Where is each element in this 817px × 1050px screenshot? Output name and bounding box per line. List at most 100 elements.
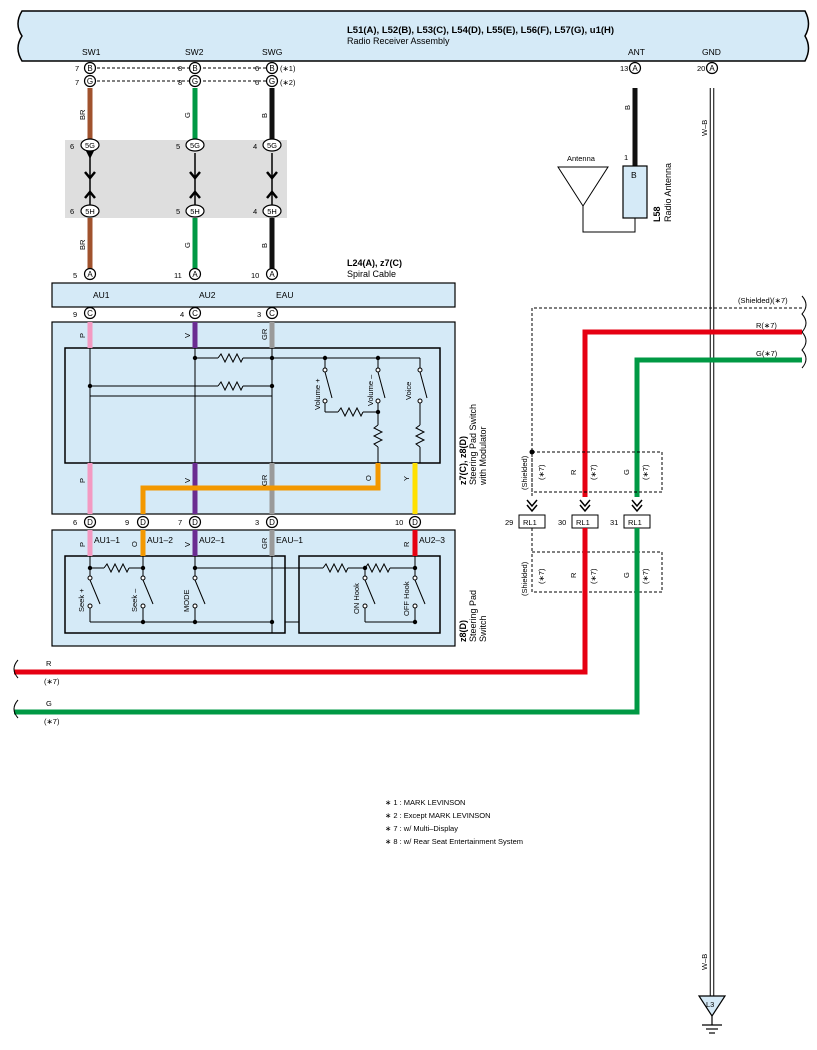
svg-text:5: 5: [176, 207, 180, 216]
terminal-sw2: SW2: [185, 47, 204, 57]
svg-text:B: B: [260, 243, 269, 248]
svg-text:GR: GR: [260, 474, 269, 486]
connector-pin-letter: B: [192, 64, 197, 73]
svg-text:4: 4: [253, 142, 257, 151]
svg-text:(Shielded): (Shielded): [520, 561, 529, 596]
svg-text:8: 8: [178, 78, 182, 87]
connector-pin-bubble: [83, 267, 97, 281]
svg-text:(∗7): (∗7): [44, 717, 60, 726]
connector-pin-letter: G: [192, 77, 198, 86]
joint-connector-bubble: [80, 204, 100, 218]
pad-name-1: Steering Pad: [468, 590, 478, 642]
svg-text:10: 10: [251, 271, 259, 280]
connector-pin-letter: B: [87, 64, 92, 73]
modulator-code: z7(C), z8(D): [458, 436, 468, 485]
antenna-pin: 1: [624, 153, 628, 162]
svg-text:V: V: [183, 333, 192, 338]
svg-text:O: O: [130, 541, 139, 547]
svg-text:3: 3: [255, 518, 259, 527]
wire-code-br-1: BR: [78, 109, 87, 120]
joint-connector-bubble: [80, 138, 100, 152]
antenna-label: Antenna: [567, 154, 596, 163]
connector-pin-letter: B: [269, 64, 274, 73]
connector-pin-letter: A: [709, 64, 715, 73]
joint-connector-area: [65, 140, 287, 218]
connector-pin-letter: D: [412, 518, 418, 527]
svg-text:R: R: [569, 469, 578, 475]
modulator-switch: P V GR: [51, 321, 488, 515]
joint-connector-code: 5H: [85, 207, 95, 216]
antenna-box: [622, 165, 648, 219]
radio-name: Radio Receiver Assembly: [347, 36, 450, 46]
svg-text:7: 7: [178, 518, 182, 527]
radio-connector-codes: L51(A), L52(B), L53(C), L54(D), L55(E), …: [347, 25, 614, 36]
terminal-gnd: GND: [702, 47, 721, 57]
note-8: ∗ 8 : w/ Rear Seat Entertainment System: [385, 837, 523, 846]
svg-text:6: 6: [70, 142, 74, 151]
joint-connector-bubble: [185, 138, 205, 152]
svg-text:29: 29: [505, 518, 513, 527]
joint-connector-code: 5G: [267, 141, 277, 150]
connector-pin-bubble: [408, 515, 422, 529]
svg-text:RL1: RL1: [576, 518, 590, 527]
switch-volume-plus-label: Volume +: [313, 378, 322, 410]
svg-text:AU1–2: AU1–2: [147, 535, 173, 545]
svg-text:RL1: RL1: [628, 518, 642, 527]
connector-pin-bubble: [188, 61, 202, 75]
connector-pin-bubble: [265, 61, 279, 75]
svg-text:(Shielded): (Shielded): [520, 455, 529, 490]
joint-connector-bubble: [185, 204, 205, 218]
note-2: ∗ 2 : Except MARK LEVINSON: [385, 811, 490, 820]
svg-text:8: 8: [178, 64, 182, 73]
switch-volume-minus-label: Volume –: [366, 374, 375, 406]
note-1-mark: (∗1): [280, 64, 296, 73]
connector-pin-bubble: [265, 515, 279, 529]
wire-code-g-1: G: [183, 112, 192, 118]
modulator-name-2: with Modulator: [478, 426, 488, 486]
joint-connector-bubble: [262, 204, 282, 218]
note-7: ∗ 7 : w/ Multi–Display: [385, 824, 458, 833]
svg-text:RL1: RL1: [523, 518, 537, 527]
svg-text:7: 7: [75, 64, 79, 73]
svg-text:(∗7): (∗7): [641, 568, 650, 584]
connector-pin-letter: G: [269, 77, 275, 86]
joint-connector-code: 5H: [267, 207, 277, 216]
connector-pin-bubble: [83, 515, 97, 529]
shielded-top-label: (Shielded)(∗7): [738, 296, 788, 305]
connector-pin-letter: D: [140, 518, 146, 527]
ground-icon: [702, 1016, 722, 1034]
svg-text:V: V: [183, 478, 192, 483]
notes: ∗ 1 : MARK LEVINSON ∗ 2 : Except MARK LE…: [385, 798, 523, 846]
svg-text:EAU–1: EAU–1: [276, 535, 303, 545]
connector-pin-bubble: [705, 61, 719, 75]
svg-text:G: G: [622, 572, 631, 578]
pad-inner-box-left: [64, 555, 286, 634]
svg-text:30: 30: [558, 518, 566, 527]
svg-text:G(∗7): G(∗7): [756, 349, 778, 358]
connector-pin-letter: C: [87, 309, 93, 318]
svg-text:B: B: [631, 170, 637, 180]
connector-pin-bubble: [83, 61, 97, 75]
antenna-code: L58: [652, 206, 662, 222]
svg-text:5: 5: [176, 142, 180, 151]
svg-text:BR: BR: [78, 239, 87, 250]
svg-text:5: 5: [73, 271, 77, 280]
steering-pad-switch: 6 9 7 3 10 P O V GR R AU1–1 AU1–2 AU2–1 …: [51, 518, 488, 647]
connector-pin-bubble: [265, 267, 279, 281]
connector-pin-bubble: [136, 515, 150, 529]
note-1: ∗ 1 : MARK LEVINSON: [385, 798, 465, 807]
svg-text:W–B: W–B: [700, 954, 709, 970]
connector-pin-bubble: [265, 74, 279, 88]
connector-pin-bubble: [265, 306, 279, 320]
ground-triangle: [697, 995, 727, 1018]
svg-text:9: 9: [125, 518, 129, 527]
connector-pin-bubble: [83, 306, 97, 320]
connector-pin-bubble: [188, 74, 202, 88]
connector-pin-letter: A: [87, 270, 93, 279]
shield-box-lower: [531, 551, 663, 593]
svg-text:3: 3: [257, 310, 261, 319]
terminal-sw1: SW1: [82, 47, 101, 57]
antenna-name: Radio Antenna: [663, 163, 673, 222]
